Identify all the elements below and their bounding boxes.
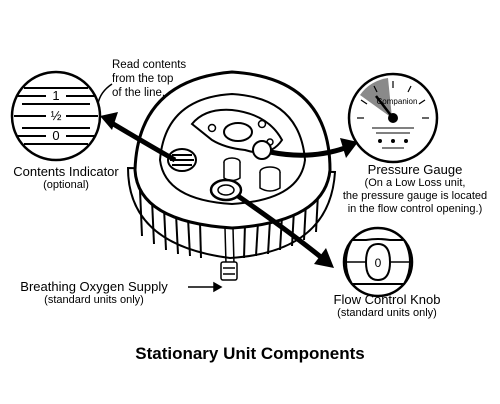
knob-mark-0: 0	[375, 256, 382, 270]
arrow-to-gauge	[269, 145, 346, 158]
flow-control-sub: (standard units only)	[337, 307, 437, 319]
flow-control-label: Flow Control Knob (standard units only)	[312, 292, 462, 320]
arrow-to-knob-head	[314, 248, 334, 268]
flow-control-knob-magnified	[342, 226, 414, 298]
contents-mark-1: 1	[52, 88, 59, 103]
breathing-supply-fitting	[188, 227, 238, 293]
pressure-gauge-sub-1: (On a Low Loss unit,	[364, 177, 466, 189]
arrow-to-contents	[108, 119, 177, 163]
breathing-supply-title: Breathing Oxygen Supply	[20, 279, 168, 294]
pressure-gauge-label: Pressure Gauge (On a Low Loss unit, the …	[330, 162, 500, 216]
contents-indicator-magnified	[10, 70, 102, 162]
figure-title: Stationary Unit Components	[135, 344, 365, 363]
pressure-gauge-magnified	[347, 72, 439, 164]
read-note-line-1: Read contents	[112, 59, 187, 71]
breathing-supply-label: Breathing Oxygen Supply (standard units …	[0, 279, 188, 307]
read-note-line-3: of the line.	[112, 87, 166, 99]
contents-mark-half: ½	[51, 108, 62, 123]
contents-window	[167, 148, 197, 172]
pressure-gauge-sub-3: in the flow control opening.)	[347, 203, 483, 215]
arrow-to-gauge-head	[340, 138, 358, 158]
contents-mark-0: 0	[52, 128, 59, 143]
contents-indicator-title: Contents Indicator	[13, 164, 119, 179]
callout-arrows	[100, 112, 358, 268]
read-note-pointer	[97, 83, 113, 105]
read-note-line-2: from the top	[112, 73, 174, 85]
contents-indicator-label: Contents Indicator (optional)	[0, 164, 132, 192]
arrow-to-knob	[236, 193, 324, 260]
pressure-gauge-sub-2: the pressure gauge is located	[342, 190, 488, 202]
contents-indicator-sub: (optional)	[43, 179, 89, 191]
gauge-brand: Companion	[377, 97, 418, 106]
flow-control-title: Flow Control Knob	[333, 292, 441, 307]
read-contents-note: Read contents from the top of the line.	[112, 58, 186, 100]
arrow-to-contents-head	[100, 112, 118, 130]
pressure-gauge-title: Pressure Gauge	[367, 162, 463, 177]
unit-body	[126, 70, 337, 260]
breathing-supply-sub: (standard units only)	[44, 294, 144, 306]
